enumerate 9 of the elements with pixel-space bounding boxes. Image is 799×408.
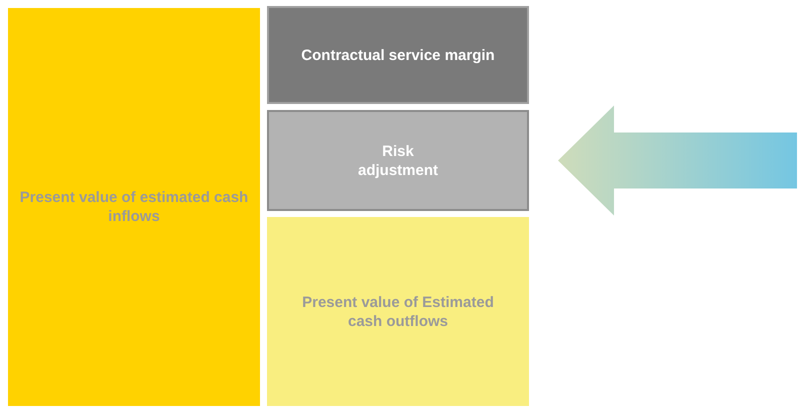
value-block xyxy=(8,8,260,406)
block-label: Present value of Estimated cash outflows xyxy=(301,292,495,330)
block-label: Contractual service margin xyxy=(301,46,495,64)
block-arrow xyxy=(558,106,797,216)
block-label: Risk adjustment xyxy=(356,142,439,180)
margin-block xyxy=(267,6,529,104)
block-label: Present value of estimated cash inflows xyxy=(18,188,250,226)
value-block xyxy=(267,217,529,406)
adjustment-block xyxy=(267,110,529,211)
